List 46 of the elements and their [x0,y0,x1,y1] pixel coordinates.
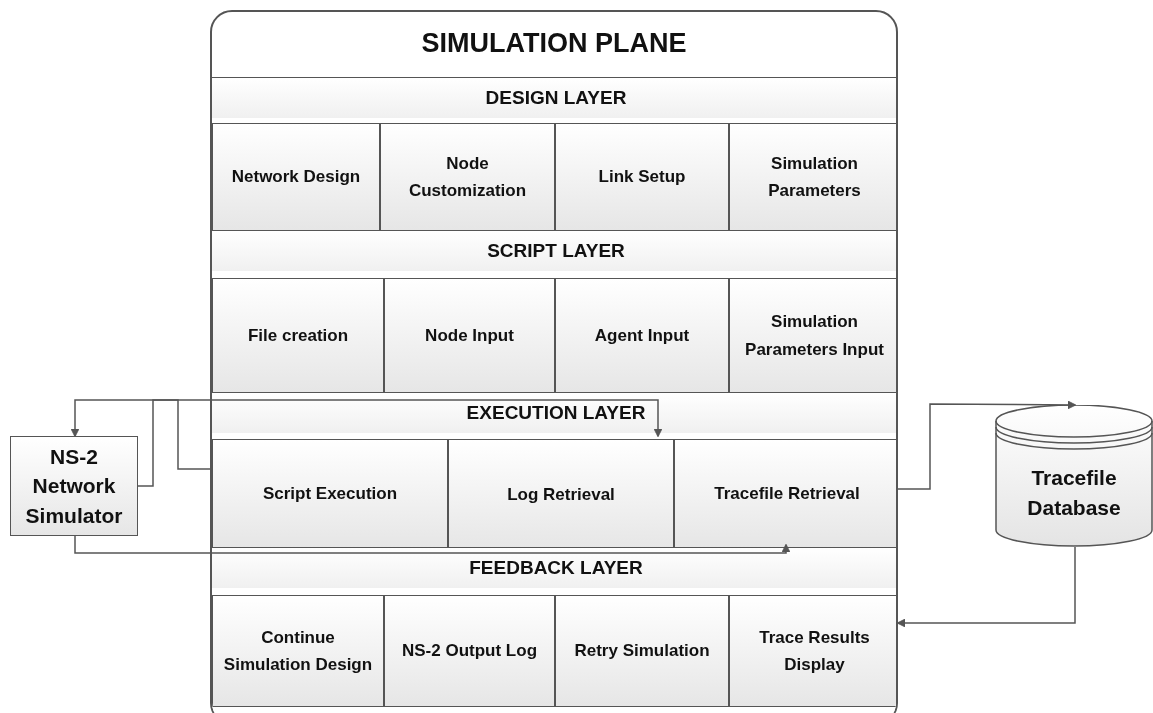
layer-title: SCRIPT LAYER [486,239,626,263]
box-label: Link Setup [597,166,687,189]
component-box [555,595,729,707]
box-label: Agent Input [593,324,691,347]
layer-title: FEEDBACK LAYER [468,556,644,580]
box-label: Continue Simulation Design [222,626,374,676]
arrow [70,399,211,470]
database-cylinder [995,405,1153,547]
simulator-box [10,436,138,536]
box-label: Tracefile Retrieval [713,482,861,505]
layer-band [212,77,896,230]
component-box [212,439,448,548]
component-box [555,123,729,231]
component-box [729,123,896,231]
box-label: NS-2 Network Simulator [24,443,124,529]
component-box [674,439,896,548]
box-label: Simulation Parameters Input [744,311,885,361]
component-box [212,278,384,393]
box-label: Node Customization [407,152,528,202]
box-label: File creation [246,324,350,347]
box-label: Network Design [230,166,362,189]
box-label: Retry Simulation [573,640,711,663]
component-box [380,123,555,231]
component-box [729,595,896,707]
component-box [729,278,896,393]
layer-title: DESIGN LAYER [484,86,628,110]
box-label: Script Execution [261,482,399,505]
plane-title: SIMULATION PLANE [420,27,688,60]
layer-band [212,547,896,713]
component-box [212,123,380,231]
simulation-plane-panel [210,10,898,713]
box-label: Tracefile Database [1026,465,1122,522]
box-label: Log Retrieval [506,484,616,507]
box-label: Trace Results Display [758,626,871,676]
box-label: Simulation Parameters [767,152,862,202]
layer-title: EXECUTION LAYER [465,401,647,425]
arrow [897,400,1077,490]
arrow [896,546,1076,628]
component-box [384,595,555,707]
arrow [137,399,663,487]
arrow [74,535,791,554]
component-box [384,278,555,393]
box-label: NS-2 Output Log [401,640,538,663]
component-box [212,595,384,707]
box-label: Node Input [424,324,515,347]
component-box [555,278,729,393]
